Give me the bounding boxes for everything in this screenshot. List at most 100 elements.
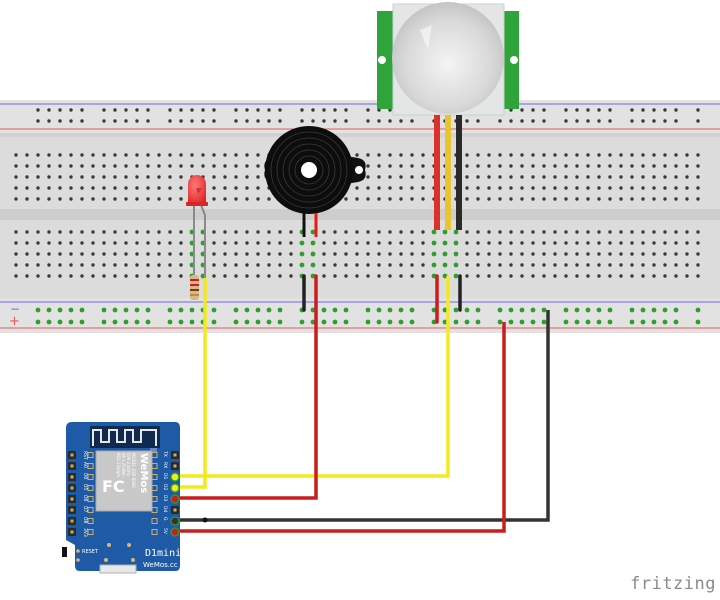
breadboard-hole[interactable] xyxy=(245,164,249,168)
breadboard-hole[interactable] xyxy=(596,307,602,313)
breadboard-hole[interactable] xyxy=(289,230,293,234)
breadboard-hole[interactable] xyxy=(47,175,51,179)
breadboard-hole[interactable] xyxy=(608,186,612,190)
breadboard-hole[interactable] xyxy=(377,119,381,123)
breadboard-hole[interactable] xyxy=(179,153,183,157)
breadboard-hole[interactable] xyxy=(608,241,612,245)
breadboard-hole[interactable] xyxy=(69,230,73,234)
breadboard-hole[interactable] xyxy=(69,119,73,123)
breadboard-hole[interactable] xyxy=(399,274,403,278)
breadboard-hole[interactable] xyxy=(619,175,623,179)
breadboard-hole[interactable] xyxy=(641,230,645,234)
breadboard-hole[interactable] xyxy=(234,241,238,245)
breadboard-hole[interactable] xyxy=(388,175,392,179)
breadboard-hole[interactable] xyxy=(47,274,51,278)
breadboard-hole[interactable] xyxy=(674,119,678,123)
breadboard-hole[interactable] xyxy=(201,164,205,168)
breadboard-hole[interactable] xyxy=(542,274,546,278)
breadboard-hole[interactable] xyxy=(663,274,667,278)
breadboard-hole[interactable] xyxy=(256,241,260,245)
breadboard-hole[interactable] xyxy=(168,153,172,157)
breadboard-hole[interactable] xyxy=(25,164,29,168)
breadboard-hole[interactable] xyxy=(245,241,249,245)
breadboard-hole[interactable] xyxy=(465,164,469,168)
breadboard-hole[interactable] xyxy=(113,108,117,112)
breadboard-hole[interactable] xyxy=(586,186,590,190)
breadboard-hole[interactable] xyxy=(211,307,217,313)
breadboard-hole[interactable] xyxy=(112,319,118,325)
breadboard-hole[interactable] xyxy=(245,274,249,278)
breadboard-hole[interactable] xyxy=(179,252,183,256)
breadboard-hole[interactable] xyxy=(465,119,469,123)
breadboard-hole[interactable] xyxy=(695,307,701,313)
breadboard-hole[interactable] xyxy=(619,186,623,190)
breadboard-hole[interactable] xyxy=(431,229,437,235)
breadboard-hole[interactable] xyxy=(91,230,95,234)
breadboard-hole[interactable] xyxy=(299,319,305,325)
breadboard-hole[interactable] xyxy=(553,197,557,201)
breadboard-hole[interactable] xyxy=(168,197,172,201)
breadboard-hole[interactable] xyxy=(586,175,590,179)
breadboard-hole[interactable] xyxy=(278,241,282,245)
breadboard-hole[interactable] xyxy=(487,252,491,256)
breadboard-hole[interactable] xyxy=(365,307,371,313)
breadboard-hole[interactable] xyxy=(377,164,381,168)
breadboard-hole[interactable] xyxy=(585,307,591,313)
breadboard-hole[interactable] xyxy=(663,153,667,157)
breadboard-hole[interactable] xyxy=(519,307,525,313)
breadboard-hole[interactable] xyxy=(58,274,62,278)
breadboard-hole[interactable] xyxy=(652,274,656,278)
breadboard-hole[interactable] xyxy=(388,108,392,112)
breadboard-hole[interactable] xyxy=(563,307,569,313)
breadboard-hole[interactable] xyxy=(531,153,535,157)
breadboard-hole[interactable] xyxy=(531,186,535,190)
breadboard-hole[interactable] xyxy=(256,108,260,112)
breadboard-hole[interactable] xyxy=(563,319,569,325)
breadboard-hole[interactable] xyxy=(157,252,161,256)
breadboard-hole[interactable] xyxy=(58,119,62,123)
pin-5v[interactable] xyxy=(170,527,180,537)
breadboard-hole[interactable] xyxy=(629,319,635,325)
breadboard-hole[interactable] xyxy=(520,230,524,234)
breadboard-hole[interactable] xyxy=(575,263,579,267)
breadboard-hole[interactable] xyxy=(498,263,502,267)
breadboard-hole[interactable] xyxy=(212,252,216,256)
breadboard-hole[interactable] xyxy=(102,119,106,123)
breadboard-hole[interactable] xyxy=(80,175,84,179)
breadboard-hole[interactable] xyxy=(113,252,117,256)
breadboard-hole[interactable] xyxy=(146,119,150,123)
breadboard-hole[interactable] xyxy=(14,197,18,201)
breadboard-hole[interactable] xyxy=(212,153,216,157)
breadboard-hole[interactable] xyxy=(365,319,371,325)
breadboard-hole[interactable] xyxy=(652,197,656,201)
breadboard-hole[interactable] xyxy=(212,274,216,278)
breadboard-hole[interactable] xyxy=(608,108,612,112)
breadboard-hole[interactable] xyxy=(366,164,370,168)
breadboard-hole[interactable] xyxy=(255,307,261,313)
breadboard-hole[interactable] xyxy=(476,186,480,190)
breadboard-hole[interactable] xyxy=(190,119,194,123)
breadboard-hole[interactable] xyxy=(487,197,491,201)
breadboard-hole[interactable] xyxy=(630,164,634,168)
breadboard-hole[interactable] xyxy=(113,263,117,267)
breadboard-hole[interactable] xyxy=(608,119,612,123)
breadboard-hole[interactable] xyxy=(310,240,316,246)
breadboard-hole[interactable] xyxy=(223,230,227,234)
breadboard-hole[interactable] xyxy=(80,230,84,234)
breadboard-hole[interactable] xyxy=(520,274,524,278)
breadboard-hole[interactable] xyxy=(333,252,337,256)
breadboard-hole[interactable] xyxy=(80,153,84,157)
breadboard-hole[interactable] xyxy=(376,307,382,313)
breadboard-hole[interactable] xyxy=(553,164,557,168)
breadboard-hole[interactable] xyxy=(25,153,29,157)
breadboard-hole[interactable] xyxy=(135,108,139,112)
breadboard-hole[interactable] xyxy=(57,307,63,313)
breadboard-hole[interactable] xyxy=(344,108,348,112)
breadboard-hole[interactable] xyxy=(366,274,370,278)
breadboard-hole[interactable] xyxy=(399,230,403,234)
breadboard-hole[interactable] xyxy=(542,263,546,267)
breadboard-hole[interactable] xyxy=(47,230,51,234)
breadboard-hole[interactable] xyxy=(25,263,29,267)
breadboard-hole[interactable] xyxy=(14,186,18,190)
breadboard-hole[interactable] xyxy=(520,186,524,190)
